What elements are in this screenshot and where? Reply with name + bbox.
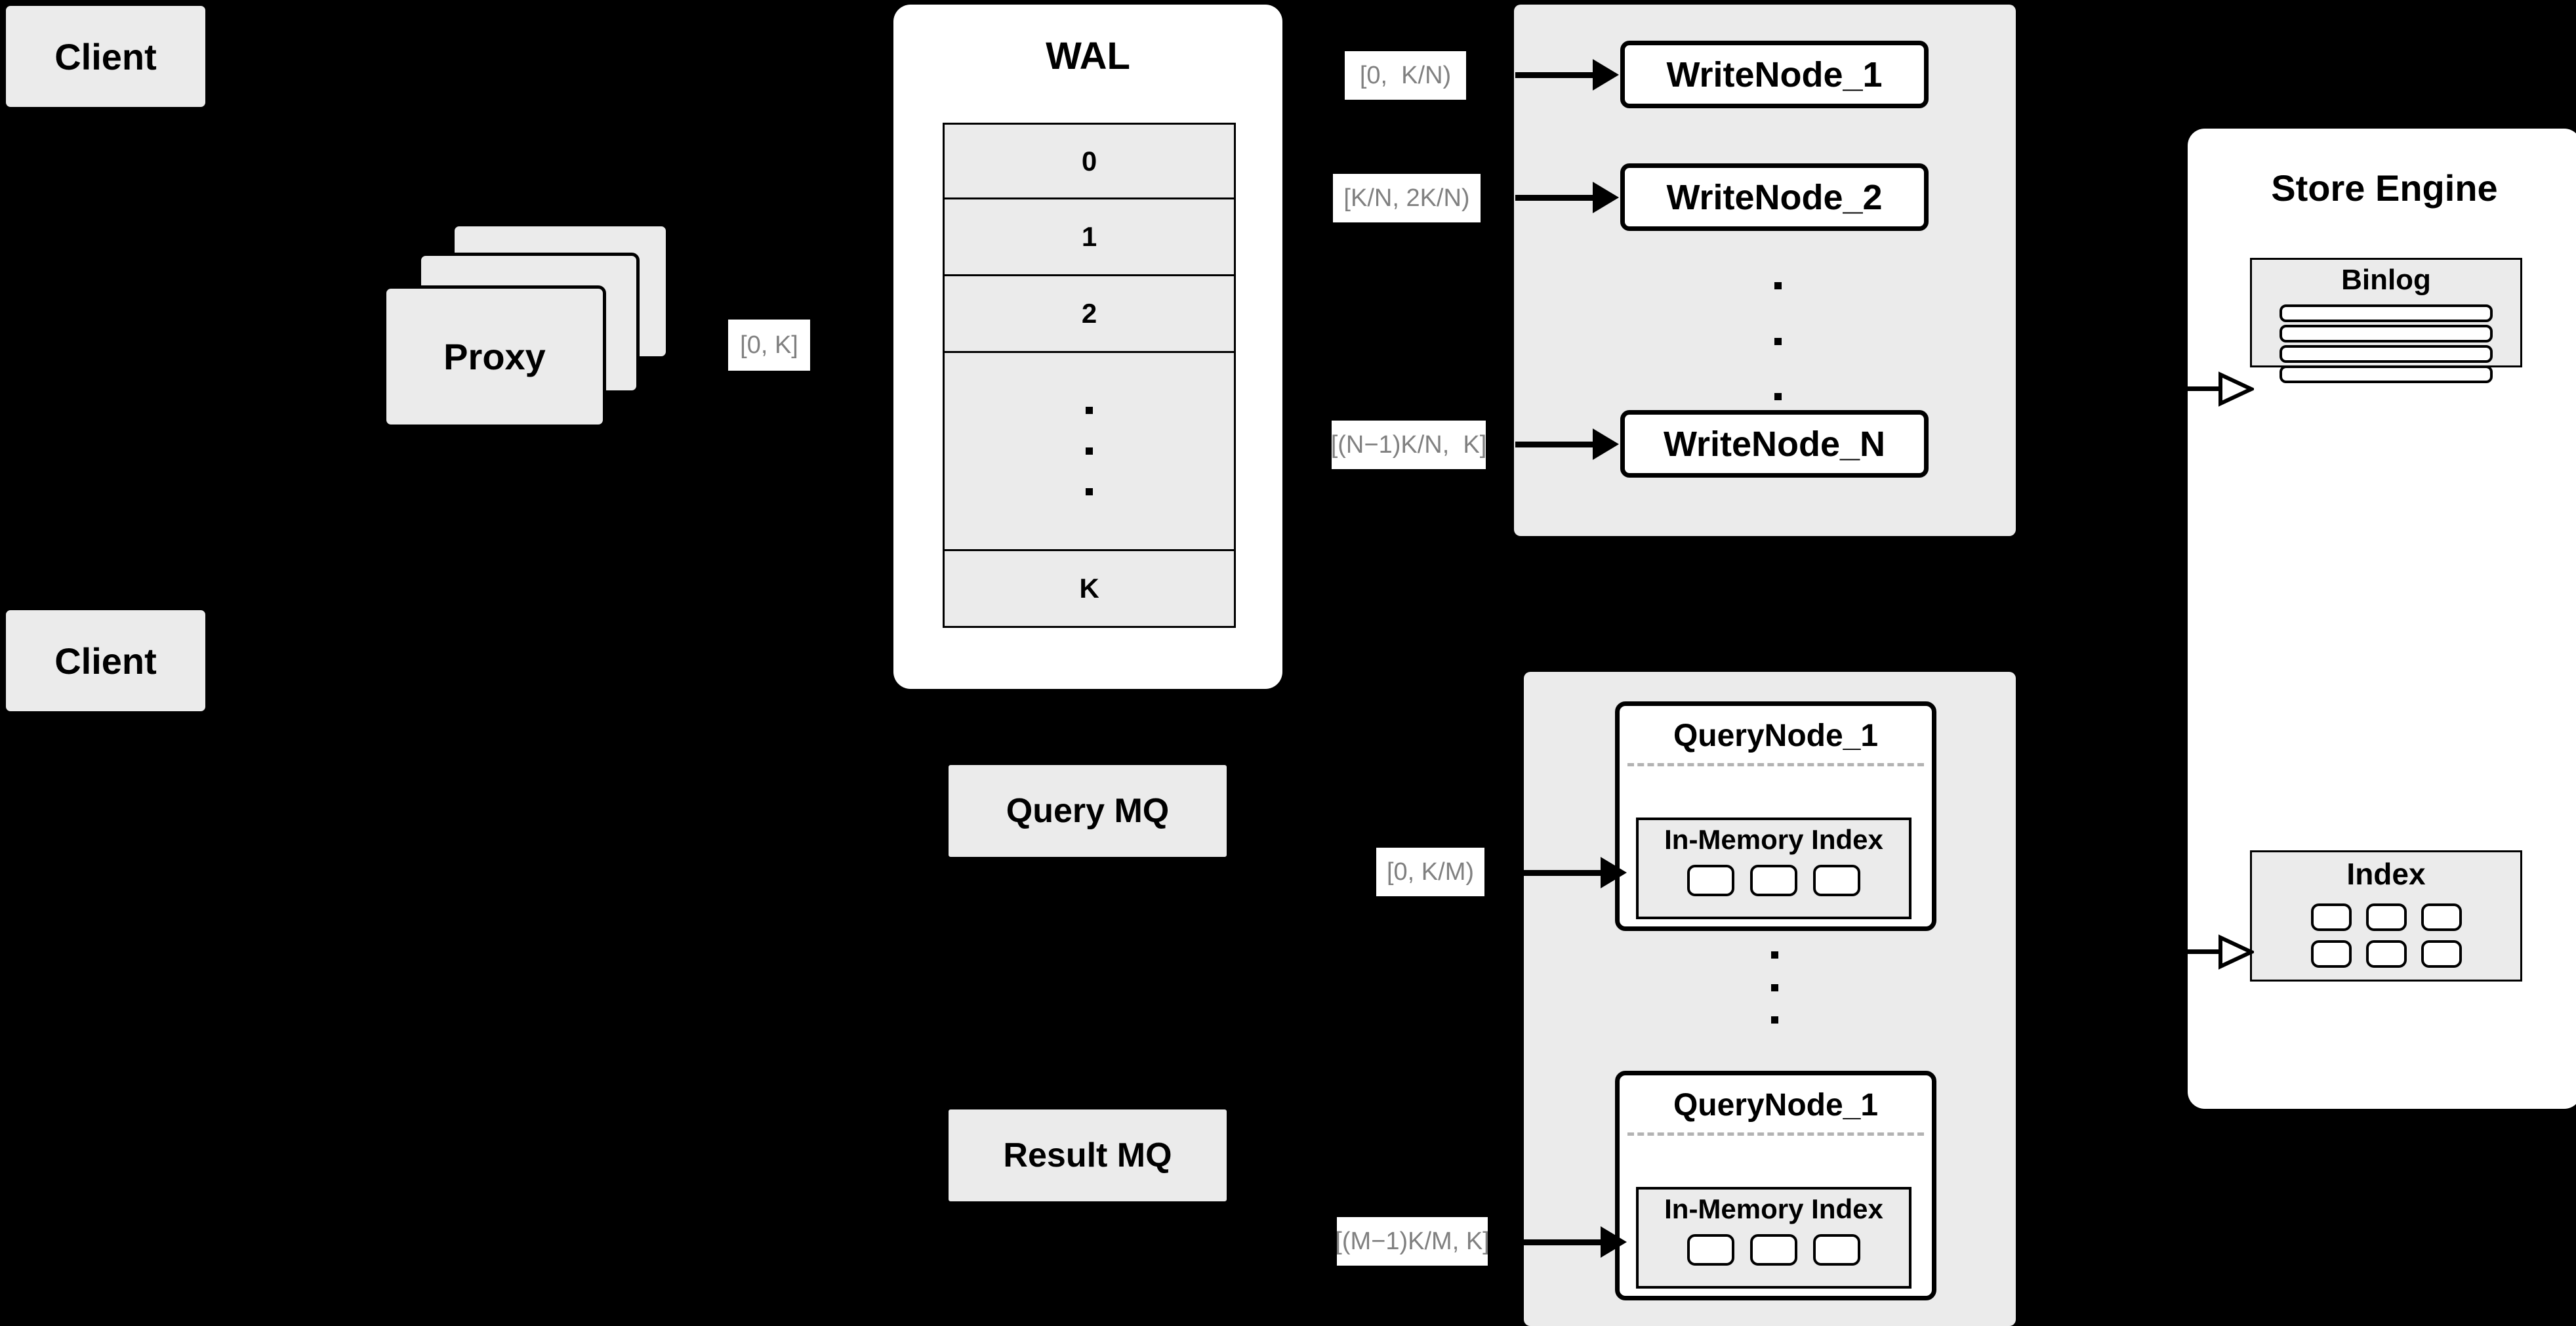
result-mq-label: Result MQ [1003, 1136, 1172, 1174]
client-box-2[interactable]: Client [4, 608, 207, 713]
wal-ellipsis-dots [1086, 407, 1093, 495]
write-node-1[interactable]: WriteNode_1 [1620, 41, 1929, 108]
query-node-m-index-label: In-Memory Index [1664, 1193, 1883, 1224]
wal-entry-ellipsis [943, 353, 1236, 551]
index-slot[interactable] [2421, 940, 2462, 968]
binlog-row[interactable] [2280, 345, 2493, 363]
wal-entry-k[interactable]: K [943, 551, 1236, 628]
wal-entry-1[interactable]: 1 [943, 199, 1236, 276]
query-node-1-index-label: In-Memory Index [1664, 824, 1883, 855]
wal-title: WAL [1046, 35, 1130, 77]
arrow-head-to-binlog [2218, 371, 2254, 407]
arrow-head-to-write-node-n [1593, 428, 1619, 460]
client-label-1: Client [54, 35, 157, 77]
index-box: Index [2250, 850, 2522, 982]
query-mq-label: Query MQ [1006, 792, 1170, 830]
write-node-ellipsis [1771, 282, 1784, 400]
query-node-m-index-slot[interactable] [1750, 1234, 1797, 1266]
binlog-row[interactable] [2280, 325, 2493, 342]
query-node-m-separator [1627, 1132, 1924, 1136]
arrow-line-to-write-node-1 [1515, 72, 1597, 78]
arrow-head-to-query-node-1 [1601, 857, 1627, 888]
query-node-m-index-slot[interactable] [1687, 1234, 1734, 1266]
query-node-ellipsis [1768, 951, 1781, 1024]
index-slot[interactable] [2310, 903, 2352, 931]
query-node-m-in-memory-index: In-Memory Index [1636, 1187, 1912, 1289]
proxy-label: Proxy [443, 336, 546, 377]
query-mq-box[interactable]: Query MQ [947, 763, 1229, 859]
store-engine-title: Store Engine [2271, 167, 2498, 209]
arrow-head-to-write-node-2 [1593, 182, 1619, 213]
binlog-row[interactable] [2280, 365, 2493, 383]
query-node-1-label: QueryNode_1 [1673, 718, 1879, 753]
query-node-1[interactable]: QueryNode_1 In-Memory Index [1615, 701, 1936, 931]
write-node-n[interactable]: WriteNode_N [1620, 410, 1929, 478]
client-box-1[interactable]: Client [4, 4, 207, 109]
store-engine-panel: Store Engine Binlog Index [2188, 129, 2576, 1109]
arrow-line-to-write-node-n [1515, 442, 1597, 447]
arrow-line-to-query-node-m [1523, 1239, 1605, 1245]
arrow-line-to-index [2186, 949, 2226, 954]
wal-entry-0[interactable]: 0 [943, 123, 1236, 199]
write-node-2-label: WriteNode_2 [1666, 177, 1883, 217]
result-mq-box[interactable]: Result MQ [947, 1108, 1229, 1203]
label-to-write-node-2: [K/N, 2K/N) [1333, 174, 1481, 222]
query-node-1-index-slot[interactable] [1813, 865, 1860, 896]
index-slot[interactable] [2421, 903, 2462, 931]
arrow-line-to-write-node-2 [1515, 195, 1597, 201]
label-proxy-to-wal: [0, K] [728, 320, 810, 371]
label-to-write-node-1: [0, K/N) [1345, 51, 1466, 100]
index-title: Index [2346, 857, 2426, 891]
index-slot[interactable] [2365, 903, 2407, 931]
wal-entry-list: 0 1 2 K [943, 123, 1236, 628]
query-node-1-separator [1627, 763, 1924, 766]
wal-entry-2[interactable]: 2 [943, 276, 1236, 353]
proxy-stack[interactable]: Proxy [380, 210, 695, 433]
query-node-m[interactable]: QueryNode_1 In-Memory Index [1615, 1071, 1936, 1300]
label-to-query-node-m: [(M−1)K/M, K] [1335, 1217, 1490, 1266]
client-label-2: Client [54, 640, 157, 682]
query-node-m-index-slot[interactable] [1813, 1234, 1860, 1266]
arrow-head-to-query-node-m [1601, 1226, 1627, 1258]
proxy-card-front[interactable]: Proxy [383, 285, 606, 428]
label-to-query-node-1: [0, K/M) [1376, 848, 1484, 896]
wal-panel: WAL 0 1 2 K [893, 5, 1282, 689]
binlog-title: Binlog [2341, 264, 2431, 296]
query-node-1-index-slot[interactable] [1750, 865, 1797, 896]
query-node-1-index-slot[interactable] [1687, 865, 1734, 896]
arrow-head-to-write-node-1 [1593, 59, 1619, 91]
binlog-row[interactable] [2280, 304, 2493, 322]
label-to-write-node-n: [(N−1)K/N, K] [1331, 421, 1486, 469]
arrow-line-to-binlog [2186, 386, 2226, 391]
index-slot[interactable] [2365, 940, 2407, 968]
write-node-n-label: WriteNode_N [1663, 424, 1886, 464]
proxy-to-wal-line [666, 342, 745, 347]
query-node-1-in-memory-index: In-Memory Index [1636, 818, 1912, 919]
arrow-line-to-query-node-1 [1523, 870, 1605, 876]
binlog-box: Binlog [2250, 258, 2522, 383]
query-node-m-label: QueryNode_1 [1673, 1088, 1879, 1123]
write-node-2[interactable]: WriteNode_2 [1620, 163, 1929, 231]
arrow-head-to-index [2218, 934, 2254, 970]
write-node-1-label: WriteNode_1 [1666, 54, 1883, 94]
index-slot[interactable] [2310, 940, 2352, 968]
